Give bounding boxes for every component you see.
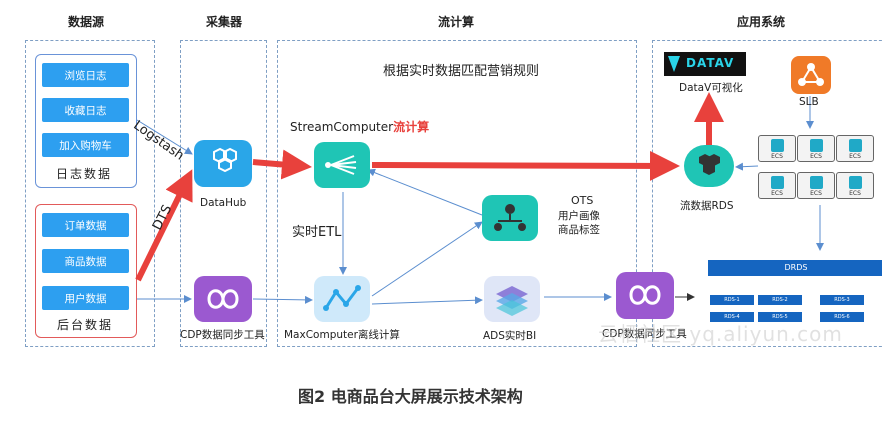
ecs-icon xyxy=(771,176,784,189)
datahub-node xyxy=(194,140,252,187)
ecs-server: ECS xyxy=(797,135,835,162)
database-icon xyxy=(699,154,720,175)
watermark: 云栖社区 yq.aliyun.com xyxy=(598,322,843,346)
user-data-box: 用户数据 xyxy=(42,286,129,310)
rds-cell: RDS-3 xyxy=(820,295,864,305)
figure-caption: 图2 电商品台大屏展示技术架构 xyxy=(298,387,523,406)
infinity-icon xyxy=(207,289,239,309)
datav-label: DataV可视化 xyxy=(679,82,743,94)
rds-cell: RDS-1 xyxy=(710,295,754,305)
cdp-left-label: CDP数据同步工具 xyxy=(180,329,265,341)
ots-line1: 用户画像 xyxy=(558,210,600,222)
ecs-server: ECS xyxy=(758,172,796,199)
infinity-icon xyxy=(629,285,661,305)
rds-cell: RDS-2 xyxy=(758,295,802,305)
ots-to-stream-arrow xyxy=(367,168,483,216)
etl-label: 实时ETL xyxy=(292,225,342,240)
ecs-icon xyxy=(849,176,862,189)
log-data-label: 日志数据 xyxy=(56,167,113,181)
rds-cell: RDS-5 xyxy=(758,312,802,322)
datahub-to-stream-arrow xyxy=(252,149,312,180)
ecs-icon xyxy=(810,139,823,152)
ecs-server: ECS xyxy=(758,135,796,162)
datav-mark-icon xyxy=(668,56,680,72)
ecs-server: ECS xyxy=(836,172,874,199)
ecs-label: ECS xyxy=(849,153,861,160)
datasource-region xyxy=(25,40,155,347)
cdp-right-node xyxy=(616,272,674,319)
ecs-icon xyxy=(810,176,823,189)
ecs-icon xyxy=(849,139,862,152)
hierarchy-icon xyxy=(494,204,526,231)
stream-computer-highlight: 流计算 xyxy=(393,120,430,134)
ecs-label: ECS xyxy=(771,190,783,197)
slb-label: SLB xyxy=(799,96,819,108)
cdp-right-label: CDP数据同步工具 xyxy=(602,328,687,340)
layers-icon xyxy=(496,286,528,316)
rule-text: 根据实时数据匹配营销规则 xyxy=(383,64,540,79)
datav-logo: DATAV xyxy=(664,52,746,76)
rds-cell: RDS-4 xyxy=(710,312,754,322)
cdp-to-maxcompute-arrow xyxy=(252,295,313,304)
ecs-label: ECS xyxy=(810,190,822,197)
stream-computer-label: StreamComputer流计算 xyxy=(290,118,429,135)
column-title-apps: 应用系统 xyxy=(737,15,786,29)
maxcompute-to-ots-arrow xyxy=(371,221,483,297)
ecs-to-rds-arrow xyxy=(735,162,759,171)
dts-arrow xyxy=(135,169,193,282)
share-icon xyxy=(798,63,824,86)
cdp-left-node xyxy=(194,276,252,322)
stream-computer-node xyxy=(314,142,370,188)
ecs-label: ECS xyxy=(810,153,822,160)
column-title-stream: 流计算 xyxy=(438,15,475,29)
rds-cell: RDS-6 xyxy=(820,312,864,322)
apps-region xyxy=(652,40,882,347)
ecs-label: ECS xyxy=(849,190,861,197)
ads-label: ADS实时BI xyxy=(483,330,537,342)
drds-bar: DRDS xyxy=(708,260,882,276)
add-cart-box: 加入购物车 xyxy=(42,133,129,157)
ecs-label: ECS xyxy=(771,153,783,160)
product-data-box: 商品数据 xyxy=(42,249,129,273)
ots-line2: 商品标签 xyxy=(558,224,600,236)
datahub-icon xyxy=(213,147,237,173)
maxcompute-label: MaxComputer离线计算 xyxy=(284,329,400,341)
browse-log-box: 浏览日志 xyxy=(42,63,129,87)
maxcompute-node xyxy=(314,276,370,322)
maxcompute-to-ads-arrow xyxy=(371,296,483,305)
stream-region xyxy=(277,40,637,347)
column-title-datasource: 数据源 xyxy=(68,15,105,29)
ots-title: OTS xyxy=(571,194,594,207)
stream-to-rds-arrow xyxy=(371,150,680,181)
logstash-arrow xyxy=(136,119,193,155)
ads-node xyxy=(484,276,540,322)
rds-stream-label: 流数据RDS xyxy=(680,200,734,212)
ecs-server: ECS xyxy=(836,135,874,162)
stream-icon xyxy=(325,155,357,175)
rds-stream-node xyxy=(684,145,734,187)
ecs-server: ECS xyxy=(797,172,835,199)
datahub-label: DataHub xyxy=(200,197,247,209)
ots-node xyxy=(482,195,538,241)
stream-computer-name: StreamComputer xyxy=(290,120,394,134)
ecs-icon xyxy=(771,139,784,152)
column-title-collector: 采集器 xyxy=(206,15,243,29)
order-data-box: 订单数据 xyxy=(42,213,129,237)
trend-icon xyxy=(323,285,361,311)
datav-logo-text: DATAV xyxy=(686,56,735,70)
slb-node xyxy=(791,56,831,94)
backend-data-label: 后台数据 xyxy=(57,318,114,332)
favorite-log-box: 收藏日志 xyxy=(42,98,129,122)
